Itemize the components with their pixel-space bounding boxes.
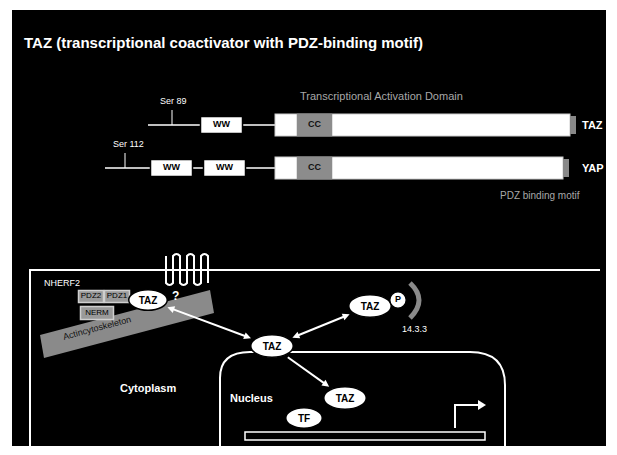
ww-domain: WW bbox=[150, 159, 193, 177]
transcription-arrow bbox=[455, 405, 478, 428]
phosphate-circle: P bbox=[389, 291, 407, 309]
arrow-connector bbox=[167, 306, 251, 339]
ww-domain: WW bbox=[200, 116, 243, 134]
node-text: TAZ bbox=[336, 393, 355, 404]
pdz-domain-box-shape bbox=[79, 291, 104, 303]
protein-label: 14.3.3 bbox=[402, 324, 427, 334]
connector-line bbox=[172, 309, 246, 337]
protein-oval: TAZ bbox=[323, 386, 367, 410]
connector-line bbox=[297, 316, 345, 336]
protein-name: YAP bbox=[582, 162, 604, 175]
protein-oval-shape bbox=[129, 290, 168, 311]
pdz-domain-box-shape bbox=[81, 307, 114, 320]
coiled-coil-domain: CC bbox=[297, 114, 332, 136]
dna-strand bbox=[245, 432, 485, 440]
arrowhead bbox=[342, 314, 350, 320]
nucleus-outline bbox=[220, 352, 505, 446]
activation-domain bbox=[275, 157, 563, 179]
site-label: Ser 112 bbox=[113, 139, 144, 149]
protein-name: TAZ bbox=[582, 119, 603, 132]
protein-oval-shape bbox=[349, 295, 392, 318]
transcription-arrowhead bbox=[478, 400, 486, 410]
node-text: TAZ bbox=[361, 301, 380, 312]
protein-oval: TAZ bbox=[250, 334, 294, 358]
arrow-connector bbox=[288, 357, 329, 386]
ww-domain-shape bbox=[201, 117, 243, 134]
node-text: WW bbox=[216, 163, 233, 173]
node-text: PDZ1 bbox=[107, 292, 127, 301]
phosphate-circle-shape bbox=[390, 292, 407, 309]
protein-14-3-3 bbox=[410, 283, 419, 318]
pdz-motif-cap bbox=[570, 116, 576, 134]
pdz-motif-cap bbox=[563, 159, 569, 177]
arrowhead bbox=[243, 332, 251, 339]
node-text: P bbox=[395, 295, 401, 305]
node-text: WW bbox=[163, 163, 180, 173]
node-text: NERM bbox=[85, 309, 109, 318]
node-text: TAZ bbox=[263, 341, 282, 352]
cell-membrane bbox=[30, 270, 600, 446]
pdz-domain-box: PDZ2 bbox=[78, 290, 104, 303]
node-text: TF bbox=[298, 413, 310, 424]
node-text: TAZ bbox=[139, 295, 158, 306]
pdz-domain-box: NERM bbox=[80, 306, 114, 320]
protein-label: NHERF2 bbox=[44, 278, 80, 288]
slide-background bbox=[12, 10, 606, 446]
question-mark: ? bbox=[172, 290, 179, 304]
site-tick bbox=[172, 110, 173, 125]
protein-oval-shape bbox=[324, 387, 367, 410]
protein-oval: TF bbox=[285, 407, 323, 429]
arrowhead bbox=[292, 332, 300, 338]
node-text: CC bbox=[308, 120, 321, 130]
protein-oval-shape bbox=[286, 408, 323, 429]
arrow-connector bbox=[292, 314, 349, 339]
slide-title: TAZ (transcriptional coactivator with PD… bbox=[24, 34, 423, 51]
actin-band bbox=[40, 290, 214, 358]
node-text: WW bbox=[213, 120, 230, 130]
compartment-label: Nucleus bbox=[230, 392, 273, 405]
site-label: Ser 89 bbox=[160, 96, 187, 106]
arrowhead bbox=[167, 306, 175, 313]
node-text: PDZ2 bbox=[81, 292, 101, 301]
pdz-domain-box: PDZ1 bbox=[104, 290, 130, 303]
site-tick bbox=[125, 153, 126, 168]
activation-domain bbox=[275, 114, 570, 136]
connector-line bbox=[288, 357, 325, 384]
pdz-domain-box-shape bbox=[105, 291, 130, 303]
coiled-coil-domain-shape bbox=[298, 158, 332, 179]
receptor-symbol bbox=[166, 254, 208, 285]
arrowhead bbox=[321, 380, 329, 387]
ww-domain-shape bbox=[204, 160, 246, 177]
protein-oval-shape bbox=[251, 335, 294, 358]
protein-oval: TAZ bbox=[128, 289, 168, 311]
compartment-label: Cytoplasm bbox=[120, 382, 176, 395]
ww-domain: WW bbox=[203, 159, 246, 177]
motif-label: PDZ binding motif bbox=[500, 190, 579, 202]
coiled-coil-domain-shape bbox=[298, 115, 332, 136]
protein-oval: TAZ bbox=[348, 294, 392, 318]
domain-label: Transcriptional Activation Domain bbox=[300, 90, 463, 103]
coiled-coil-domain: CC bbox=[297, 157, 332, 179]
ww-domain-shape bbox=[151, 160, 193, 177]
node-text: CC bbox=[308, 163, 321, 173]
